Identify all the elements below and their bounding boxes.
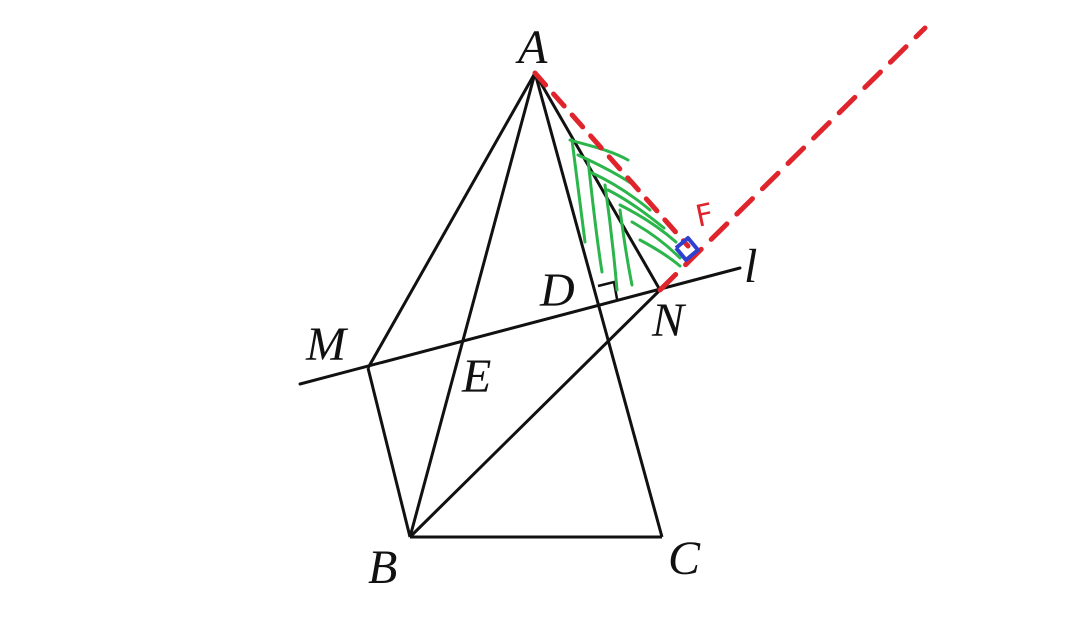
- line-label-l: l: [744, 240, 757, 293]
- green-hatching: [568, 138, 682, 292]
- dashed-ray-NF: [657, 25, 928, 293]
- point-label-A: A: [515, 21, 548, 74]
- point-label-B: B: [368, 541, 397, 594]
- segment-BN: [408, 288, 662, 539]
- dashed-segment-AF: [532, 70, 691, 249]
- point-label-D: D: [539, 264, 575, 317]
- point-label-N: N: [651, 294, 687, 347]
- annotation-label-F: F: [693, 197, 717, 235]
- point-label-M: M: [305, 318, 349, 371]
- point-label-C: C: [668, 532, 701, 585]
- segment-AM: [366, 72, 537, 369]
- right-angle-mark-F: [674, 236, 700, 262]
- segment-AN: [533, 72, 662, 291]
- right-angle-mark-D: [597, 280, 619, 300]
- segment-AB: [408, 72, 537, 538]
- segment-AC: [533, 72, 664, 538]
- line-l: [298, 266, 742, 386]
- point-label-E: E: [461, 350, 491, 403]
- segment-MB: [366, 367, 412, 538]
